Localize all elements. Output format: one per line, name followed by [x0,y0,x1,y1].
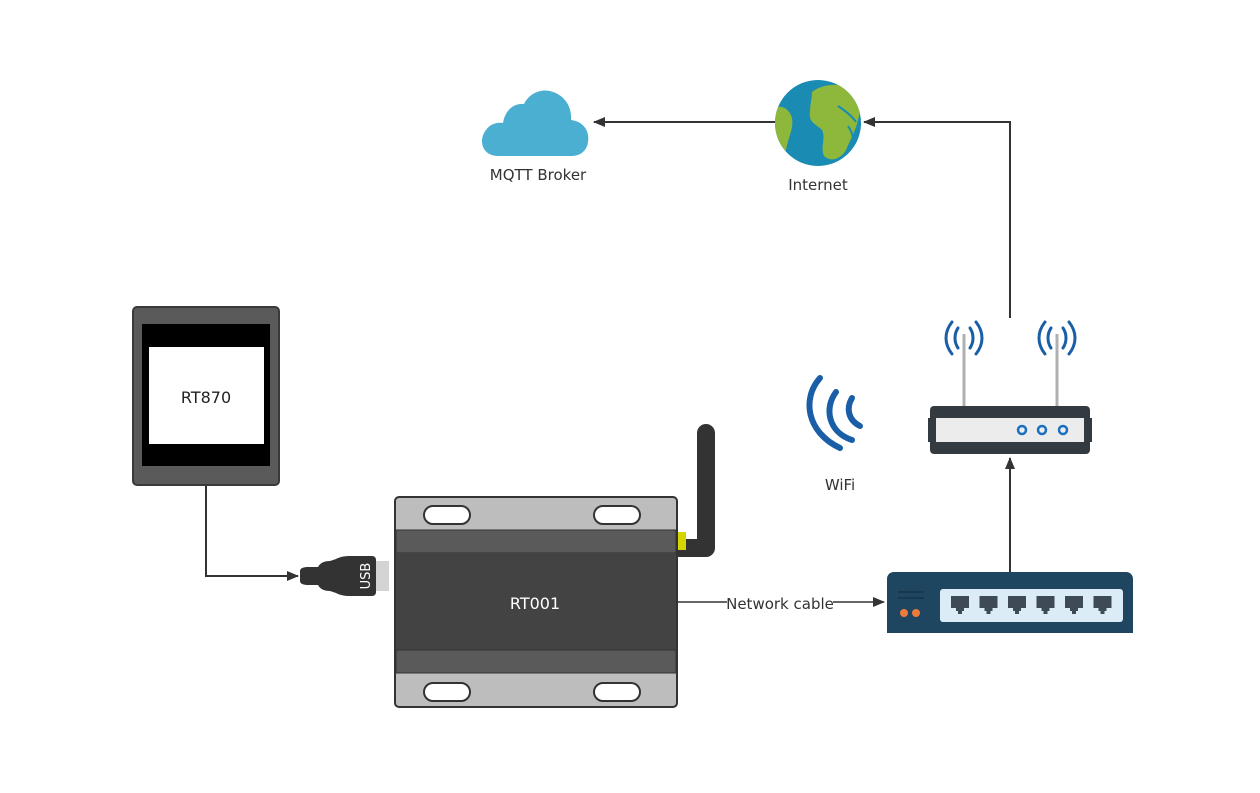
edge-router-internet [863,117,1011,318]
mount-hole [423,682,471,702]
node-rt001[interactable]: RT001 [394,424,715,708]
switch-led [900,609,908,617]
ethernet-port-icon [1065,596,1083,614]
node-usb: USB [300,556,389,596]
switch-ports [951,596,1112,614]
router-led [1036,424,1048,436]
router-signal-icon [944,320,1077,356]
edge-label-network-cable: Network cable [726,594,834,613]
wifi-signal-icon [806,375,863,451]
ethernet-port-icon [1036,596,1055,614]
mqtt-broker-label: MQTT Broker [490,166,587,184]
wifi-label: WiFi [825,476,855,494]
mount-hole [423,505,471,525]
rt001-label: RT001 [510,594,560,613]
node-router[interactable] [928,320,1092,454]
internet-label: Internet [788,176,848,194]
ethernet-port-icon [951,596,969,614]
antenna-collar [676,532,686,550]
ethernet-port-icon [1093,596,1112,614]
globe-icon [775,80,861,166]
usb-label: USB [359,563,374,590]
switch-led [912,609,920,617]
node-mqtt-broker: MQTT Broker [482,90,589,184]
router-led [1057,424,1069,436]
ethernet-port-icon [1008,596,1026,614]
gateway-device-icon [394,424,715,708]
node-switch[interactable] [887,572,1133,633]
mount-hole [593,505,641,525]
router-led [1016,424,1028,436]
wireless-router-icon [928,320,1092,454]
node-internet: Internet [775,80,861,194]
node-wifi: WiFi [806,375,863,494]
display-panel-icon [132,306,280,486]
edge-rt870-usb [205,486,299,581]
rt870-label: RT870 [181,388,231,407]
antenna-icon [671,424,715,557]
network-switch-icon [887,572,1133,633]
node-rt870[interactable]: RT870 [132,306,280,486]
network-cable-label: Network cable [726,595,834,613]
ethernet-port-icon [979,596,998,614]
mount-hole [593,682,641,702]
cloud-icon [482,90,589,156]
usb-plug-icon [300,556,389,596]
